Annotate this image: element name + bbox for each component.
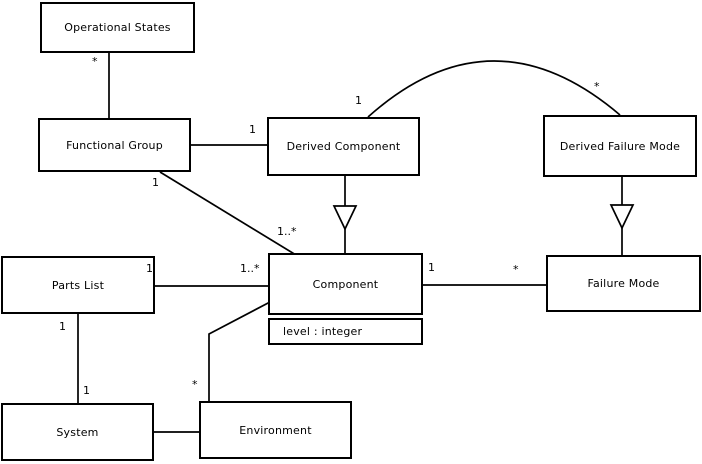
multiplicity-arc-derived-component-end: 1 <box>355 94 362 107</box>
attribute-label: level : integer <box>283 325 363 338</box>
generalization-triangle-icon <box>332 205 358 231</box>
class-box-failure-mode[interactable]: Failure Mode <box>546 255 701 312</box>
class-box-parts-list[interactable]: Parts List <box>1 256 155 314</box>
class-box-functional-group[interactable]: Functional Group <box>38 118 191 172</box>
class-name-label: System <box>56 425 99 439</box>
multiplicity-parts-list-end: 1 <box>146 262 153 275</box>
class-name-label: Parts List <box>51 278 105 292</box>
class-name-label: Derived Failure Mode <box>559 139 681 153</box>
multiplicity-component-end-to-failure-mode: 1 <box>428 261 435 274</box>
class-name-label: Functional Group <box>66 138 163 152</box>
multiplicity-derived-component-end: 1 <box>249 123 256 136</box>
multiplicity-system-end: 1 <box>83 384 90 397</box>
class-name-label: Derived Component <box>286 140 401 153</box>
class-box-operational-states[interactable]: Operational States <box>40 2 195 53</box>
multiplicity-component-end-from-group: 1..* <box>277 225 297 238</box>
class-attributes-component[interactable]: level : integer <box>268 318 423 345</box>
class-name-label: Component <box>312 277 379 291</box>
generalization-triangle-icon <box>609 204 635 230</box>
multiplicity-component-end-from-parts-list: 1..* <box>240 262 260 275</box>
association-line-functionalgroup-component <box>159 171 297 256</box>
class-box-environment[interactable]: Environment <box>199 401 352 459</box>
class-box-derived-component[interactable]: Derived Component <box>267 117 420 176</box>
class-name-label: Failure Mode <box>587 277 660 290</box>
class-box-component[interactable]: Component <box>268 253 423 315</box>
multiplicity-failure-mode-end: * <box>513 263 519 276</box>
class-box-system[interactable]: System <box>1 403 154 461</box>
multiplicity-functional-group-end: 1 <box>152 176 159 189</box>
class-name-label: Operational States <box>64 21 171 34</box>
class-name-label: Environment <box>239 423 312 437</box>
multiplicity-parts-list-end-to-system: 1 <box>59 320 66 333</box>
class-box-derived-failure-mode[interactable]: Derived Failure Mode <box>543 115 697 177</box>
multiplicity-arc-derived-failure-mode-end: * <box>594 80 600 93</box>
multiplicity-operational-states-end: * <box>92 55 98 68</box>
association-arc-derivedcomponent-derivedfailuremode <box>367 60 621 118</box>
association-line-component-environment <box>208 301 271 402</box>
multiplicity-environment-end: * <box>192 378 198 391</box>
